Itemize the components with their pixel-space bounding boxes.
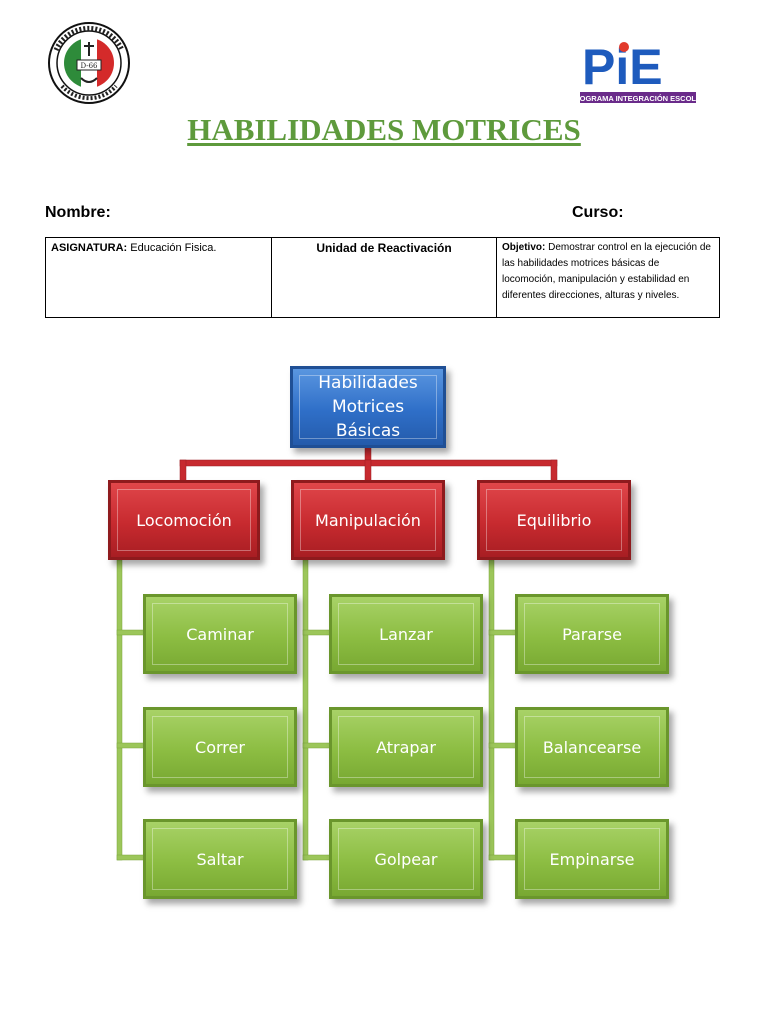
item-label: Lanzar (379, 624, 433, 644)
item-pararse: Pararse (515, 594, 669, 674)
root-line-3: Básicas (335, 421, 401, 441)
school-seal-logo: D-66 (48, 20, 130, 106)
root-node: Habilidades Motrices Básicas (290, 366, 446, 448)
diagram-connectors (116, 445, 558, 861)
skills-diagram: Habilidades Motrices Básicas Locomoción … (0, 340, 768, 920)
item-caminar: Caminar (143, 594, 297, 674)
svg-text:D-66: D-66 (80, 62, 98, 70)
objetivo-cell: Objetivo: Demostrar control en la ejecuc… (496, 237, 720, 318)
item-label: Atrapar (376, 737, 436, 757)
item-balancearse: Balancearse (515, 707, 669, 787)
item-label: Saltar (196, 849, 244, 869)
page-title: HABILIDADES MOTRICES (187, 112, 581, 147)
item-label: Pararse (562, 624, 622, 644)
item-golpear: Golpear (329, 819, 483, 899)
svg-text:PROGRAMA INTEGRACIÓN ESCOLAR: PROGRAMA INTEGRACIÓN ESCOLAR (580, 94, 698, 103)
category-manipulacion: Manipulación (291, 480, 445, 560)
item-label: Correr (195, 737, 245, 757)
item-saltar: Saltar (143, 819, 297, 899)
unidad-cell: Unidad de Reactivación (271, 237, 497, 318)
objetivo-label: Objetivo: (502, 242, 546, 253)
item-lanzar: Lanzar (329, 594, 483, 674)
category-label: Manipulación (315, 510, 421, 530)
nombre-label: Nombre: (45, 204, 111, 221)
objetivo-value: Demostrar control en la ejecución de las… (502, 242, 711, 301)
item-label: Golpear (374, 849, 438, 869)
category-label: Equilibrio (516, 510, 592, 530)
root-line-2: Motrices (331, 397, 405, 417)
curso-label: Curso: (572, 204, 624, 221)
item-label: Balancearse (542, 737, 642, 757)
item-label: Empinarse (549, 849, 635, 869)
info-table: ASIGNATURA: Educación Fisica. Unidad de … (45, 237, 720, 318)
item-empinarse: Empinarse (515, 819, 669, 899)
item-correr: Correr (143, 707, 297, 787)
asignatura-label: ASIGNATURA: (51, 242, 128, 254)
root-line-1: Habilidades (318, 373, 418, 393)
category-label: Locomoción (136, 510, 232, 530)
asignatura-value: Educación Fisica. (127, 242, 217, 254)
asignatura-cell: ASIGNATURA: Educación Fisica. (45, 237, 272, 318)
unidad-value: Unidad de Reactivación (316, 241, 452, 255)
category-locomocion: Locomoción (108, 480, 260, 560)
item-atrapar: Atrapar (329, 707, 483, 787)
pie-logo: PiE PROGRAMA INTEGRACIÓN ESCOLAR (569, 38, 707, 110)
item-label: Caminar (186, 624, 254, 644)
category-equilibrio: Equilibrio (477, 480, 631, 560)
